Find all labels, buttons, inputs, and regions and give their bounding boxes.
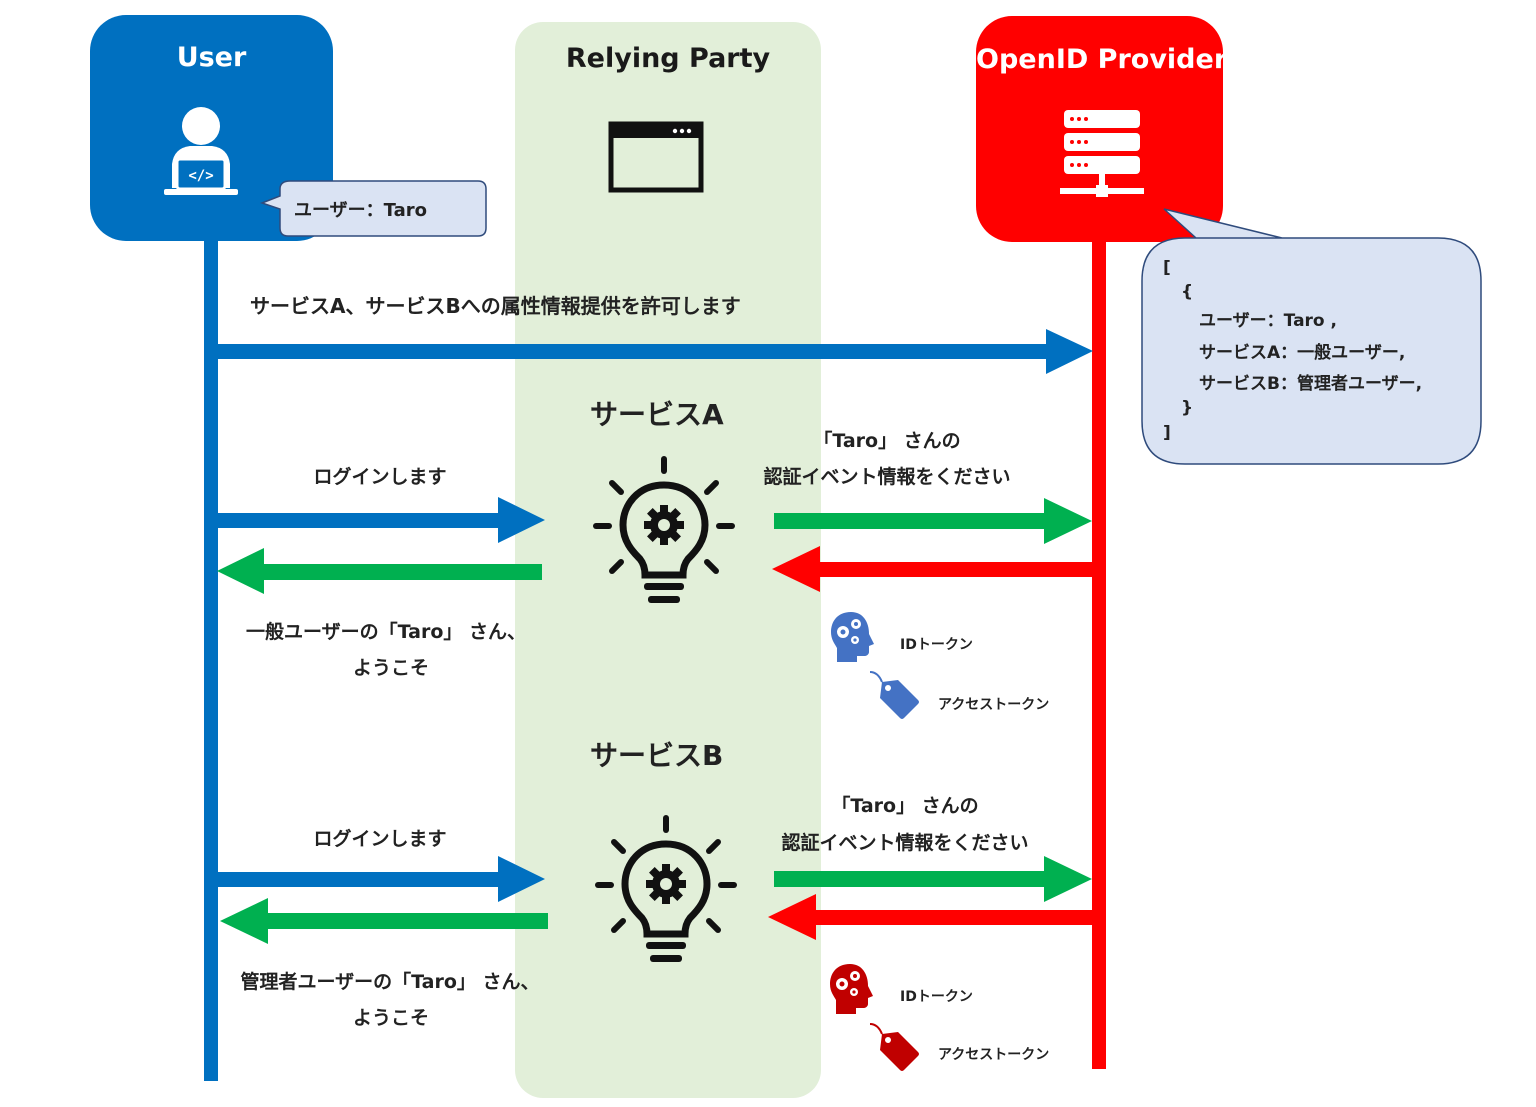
service-b-lightbulb-gear-icon <box>595 815 737 962</box>
service-b-welcome-line-2: ようこそ <box>352 1007 429 1029</box>
relying-party-actor-title: Relying Party <box>565 43 771 74</box>
service-a-access-token-label: アクセストークン <box>938 697 1050 713</box>
service-b-title: サービスB <box>590 739 724 772</box>
service-b-request-line-2: 認証イベント情報をください <box>781 832 1029 854</box>
op-speech-bubble <box>1141 208 1482 465</box>
service-a-request-line-1: 「Taro」 さんの <box>813 430 961 452</box>
service-a-login-arrow-head <box>498 497 545 543</box>
service-a-welcome-line-1: 一般ユーザーの「Taro」 さん、 <box>246 621 526 643</box>
service-b-login-arrow-head <box>498 856 545 902</box>
service-b-request-arrow-shaft <box>774 871 1046 887</box>
service-a-welcome-arrow-shaft <box>262 564 542 580</box>
service-b-token-arrow-head <box>768 894 816 940</box>
svg-text:</>: </> <box>188 168 213 184</box>
op-bubble-line-6: } <box>1181 398 1194 418</box>
service-a-request-arrow-shaft <box>774 513 1046 529</box>
service-a-id-token-label: IDトークン <box>900 637 973 653</box>
service-a-welcome-line-2: ようこそ <box>352 657 429 679</box>
consent-arrow-shaft <box>218 344 1050 359</box>
op-bubble-line-1: [ <box>1163 258 1171 278</box>
service-a-lightbulb-gear-icon <box>593 456 735 603</box>
service-a-welcome-arrow-head <box>217 548 264 594</box>
service-b-id-token-label: IDトークン <box>900 989 973 1005</box>
service-a-token-arrow-head <box>772 546 820 592</box>
openid-provider-lifeline <box>1092 236 1106 1069</box>
openid-provider-actor-title: OpenID Provider <box>976 44 1228 75</box>
service-b-request-line-1: 「Taro」 さんの <box>831 795 979 817</box>
user-lifeline <box>204 236 218 1081</box>
op-bubble-line-2: { <box>1181 282 1194 302</box>
consent-arrow-head <box>1046 329 1093 374</box>
service-b-welcome-arrow-head <box>220 898 268 944</box>
service-a-token-arrow-shaft <box>818 562 1094 577</box>
developer-laptop-icon: </> <box>164 107 238 195</box>
service-a-request-arrow-head <box>1044 498 1092 544</box>
user-speech-bubble <box>259 180 487 237</box>
service-b-request-arrow-head <box>1044 856 1092 902</box>
op-bubble-line-4: サービスA：一般ユーザー, <box>1199 343 1406 363</box>
op-bubble-line-7: ] <box>1163 423 1171 443</box>
user-actor-title: User <box>176 42 247 73</box>
service-a-login-arrow-shaft <box>218 513 502 528</box>
service-a-access-token-icon <box>869 671 919 719</box>
op-bubble-line-5: サービスB：管理者ユーザー, <box>1199 374 1423 394</box>
relying-party-lane <box>515 22 821 1098</box>
service-b-id-token-icon <box>830 964 873 1014</box>
service-b-welcome-arrow-shaft <box>266 913 548 929</box>
service-a-title: サービスA <box>590 398 724 431</box>
browser-window-icon <box>608 121 704 193</box>
openid-provider-actor-box <box>976 16 1223 242</box>
service-b-login-label: ログインします <box>313 828 447 850</box>
service-a-login-label: ログインします <box>313 466 447 488</box>
consent-message: サービスA、サービスBへの属性情報提供を許可します <box>250 294 741 318</box>
service-b-token-arrow-shaft <box>814 910 1094 925</box>
user-bubble-text: ユーザー：Taro <box>294 200 427 221</box>
service-b-welcome-line-1: 管理者ユーザーの「Taro」 さん、 <box>240 971 540 993</box>
service-b-access-token-label: アクセストークン <box>938 1047 1050 1063</box>
op-bubble-line-3: ユーザー：Taro , <box>1199 311 1337 331</box>
service-a-id-token-icon <box>831 612 874 662</box>
service-a-request-line-2: 認証イベント情報をください <box>763 466 1011 488</box>
service-b-access-token-icon <box>869 1023 919 1071</box>
service-b-login-arrow-shaft <box>218 872 502 887</box>
server-stack-icon <box>1060 110 1144 197</box>
